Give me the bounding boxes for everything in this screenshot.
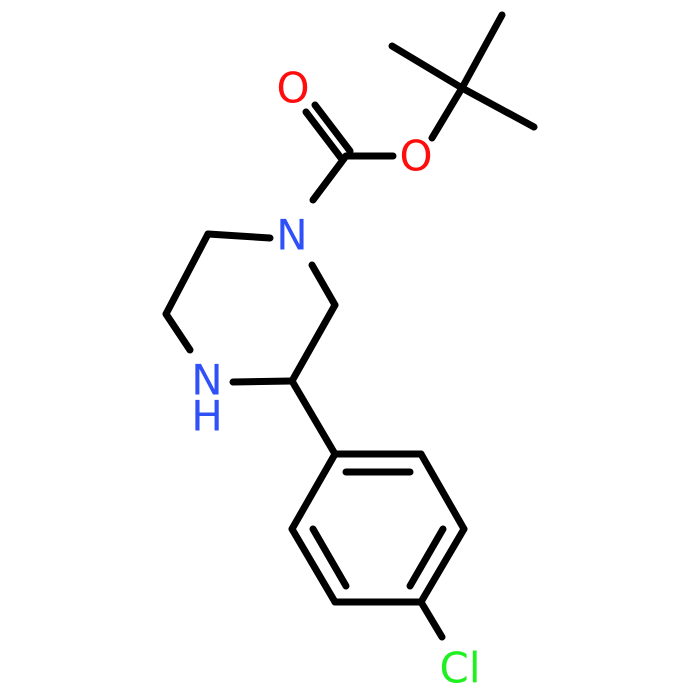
bond-c5-c6 [288, 301, 339, 385]
bond-c2-c3 [162, 230, 212, 318]
atom-label-chlorine: Cl [440, 644, 481, 693]
bond-c5-aryl [288, 377, 339, 458]
bond-ar2-ar3 [417, 450, 468, 533]
bond-ar3-ar4-inner [406, 525, 447, 590]
bond-tbu-methyl-1 [458, 11, 506, 92]
atom-label-amine-nitrogen: N [191, 356, 222, 405]
bond-tbu-methyl-3 [458, 84, 538, 131]
bond-ar4-cl [417, 598, 446, 641]
atom-label-ester-oxygen: O [399, 132, 432, 181]
bond-carbonyl-c-n1 [309, 152, 350, 204]
atom-label-amine-nh: N H [191, 356, 223, 441]
bond-layer [162, 11, 538, 641]
atom-label-carbamate-nitrogen: N [276, 211, 307, 260]
bond-ar5-ar6 [288, 525, 339, 606]
atom-label-layer: O O N N H Cl [191, 64, 480, 693]
bond-ar3-ar4 [417, 525, 468, 606]
bond-n1-c2 [204, 230, 274, 242]
bond-ar5-ar6-inner [309, 525, 350, 590]
atom-label-amine-hydrogen: H [191, 392, 223, 441]
bond-c6-n1 [308, 261, 339, 309]
bond-n4-c5 [229, 377, 296, 386]
bond-carbonyl-double-a [302, 108, 345, 162]
bond-carbonyl-double-b [311, 101, 354, 155]
bond-ar6-ar1 [288, 450, 339, 533]
atom-label-carbonyl-oxygen: O [276, 64, 309, 113]
bond-c3-n4 [162, 310, 194, 354]
bond-tbu-methyl-2 [388, 42, 466, 92]
bond-tbu-o-ester [428, 84, 466, 142]
